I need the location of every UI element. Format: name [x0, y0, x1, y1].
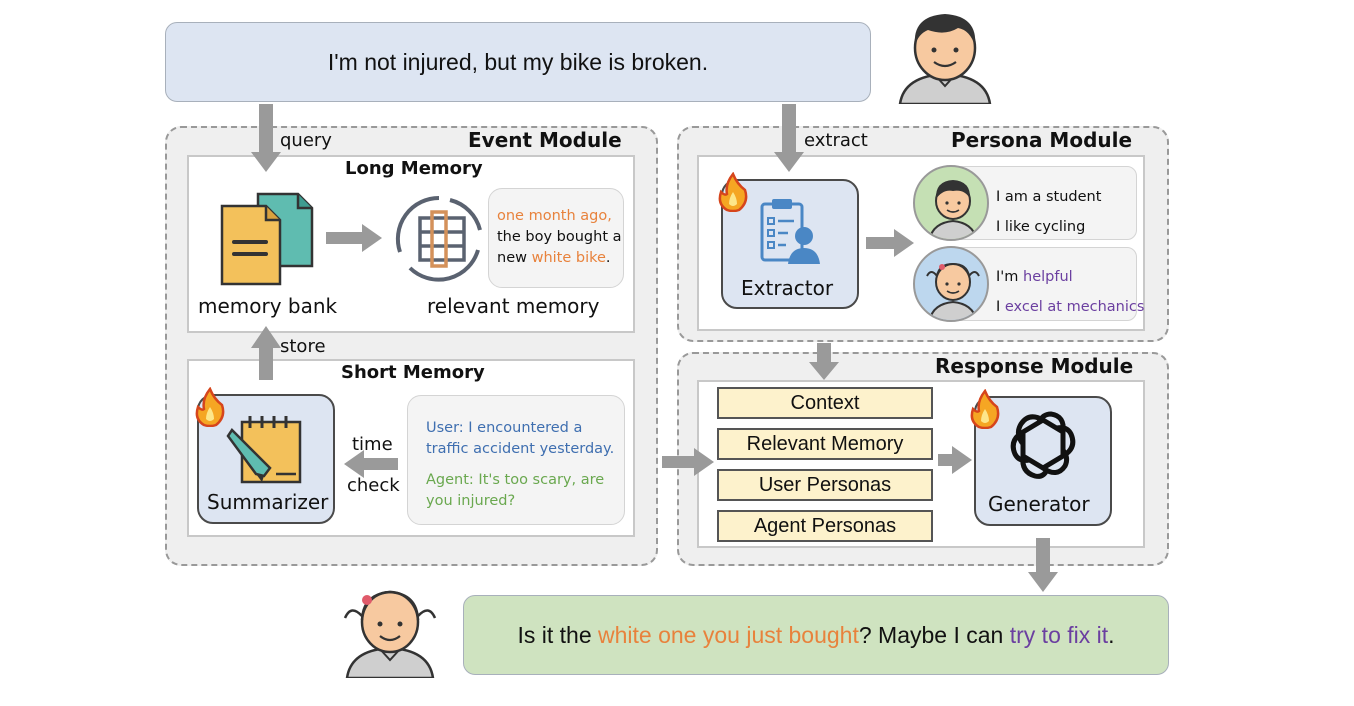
- fire-icon-generator: [970, 389, 1000, 429]
- event-to-response-arrow: [662, 448, 714, 476]
- openai-logo-icon: [1010, 411, 1076, 479]
- summarizer-notepad-icon: [226, 416, 302, 484]
- long-memory-title: Long Memory: [345, 158, 483, 179]
- user-persona-1: I am a student: [996, 189, 1102, 205]
- input-user-personas: User Personas: [717, 469, 933, 501]
- user-avatar-icon: [898, 14, 992, 104]
- user-persona-2: I like cycling: [996, 219, 1086, 235]
- dialogue-user-line-1: User: I encountered a: [426, 420, 583, 436]
- memory-bank-label: memory bank: [198, 294, 338, 318]
- long-memory-bubble-text: one month ago, the boy bought a new whit…: [497, 206, 622, 269]
- extractor-label: Extractor: [741, 276, 834, 300]
- fire-icon-summarizer: [195, 387, 225, 427]
- relevant-memory-icon: [395, 195, 482, 282]
- long-memory-bubble: [488, 188, 624, 288]
- generator-label: Generator: [988, 492, 1090, 516]
- query-label: query: [280, 130, 332, 151]
- inputs-to-generator-arrow: [938, 446, 972, 474]
- store-label: store: [280, 336, 326, 357]
- agent-persona-text: I'm helpful I excel at mechanics: [996, 262, 1144, 322]
- dialogue-user-line-2: traffic accident yesterday.: [426, 441, 615, 457]
- short-memory-title: Short Memory: [341, 362, 485, 383]
- dialogue-text: User: I encountered a traffic accident y…: [426, 418, 614, 512]
- event-module-title: Event Module: [468, 128, 622, 152]
- dialogue-agent-line-2: you injured?: [426, 493, 516, 509]
- user-utterance-box: I'm not injured, but my bike is broken.: [165, 22, 871, 102]
- fire-icon-extractor: [718, 172, 748, 212]
- relevant-memory-label: relevant memory: [427, 294, 600, 318]
- input-relevant-memory: Relevant Memory: [717, 428, 933, 460]
- bubble-line-1: one month ago,: [497, 208, 612, 224]
- agent-persona-1: I'm helpful: [996, 269, 1073, 285]
- generator-to-response-arrow: [1028, 538, 1058, 592]
- girl-avatar-icon: [926, 262, 980, 320]
- time-label: time: [352, 434, 393, 455]
- dialogue-agent-line-1: Agent: It's too scary, are: [426, 472, 605, 488]
- bubble-line-2: the boy bought a: [497, 229, 622, 245]
- check-label: check: [347, 475, 400, 496]
- input-context: Context: [717, 387, 933, 419]
- user-utterance-text: I'm not injured, but my bike is broken.: [327, 48, 709, 75]
- input-agent-personas: Agent Personas: [717, 510, 933, 542]
- store-arrow: [251, 326, 281, 380]
- persona-module-title: Persona Module: [951, 128, 1133, 152]
- persona-to-response-arrow: [809, 343, 839, 380]
- user-persona-text: I am a student I like cycling: [996, 182, 1101, 242]
- agent-avatar-icon: [343, 590, 437, 678]
- extractor-clipboard-icon: [760, 199, 820, 264]
- persona-arrow: [866, 229, 914, 257]
- time-check-arrow: [344, 450, 398, 478]
- extract-arrow: [774, 104, 804, 172]
- summarizer-label: Summarizer: [207, 490, 329, 514]
- agent-persona-avatar: [913, 246, 989, 322]
- bubble-line-3: new white bike.: [497, 250, 611, 266]
- extract-label: extract: [804, 130, 868, 151]
- agent-persona-2: I excel at mechanics: [996, 299, 1145, 315]
- dialogue-bubble: [407, 395, 625, 525]
- memory-bank-icon: [220, 192, 314, 286]
- agent-response-box: Is it the white one you just bought? May…: [463, 595, 1169, 675]
- agent-response-text: Is it the white one you just bought? May…: [517, 621, 1115, 648]
- query-arrow: [251, 104, 281, 172]
- retrieve-arrow: [326, 224, 382, 252]
- response-module-title: Response Module: [935, 354, 1134, 378]
